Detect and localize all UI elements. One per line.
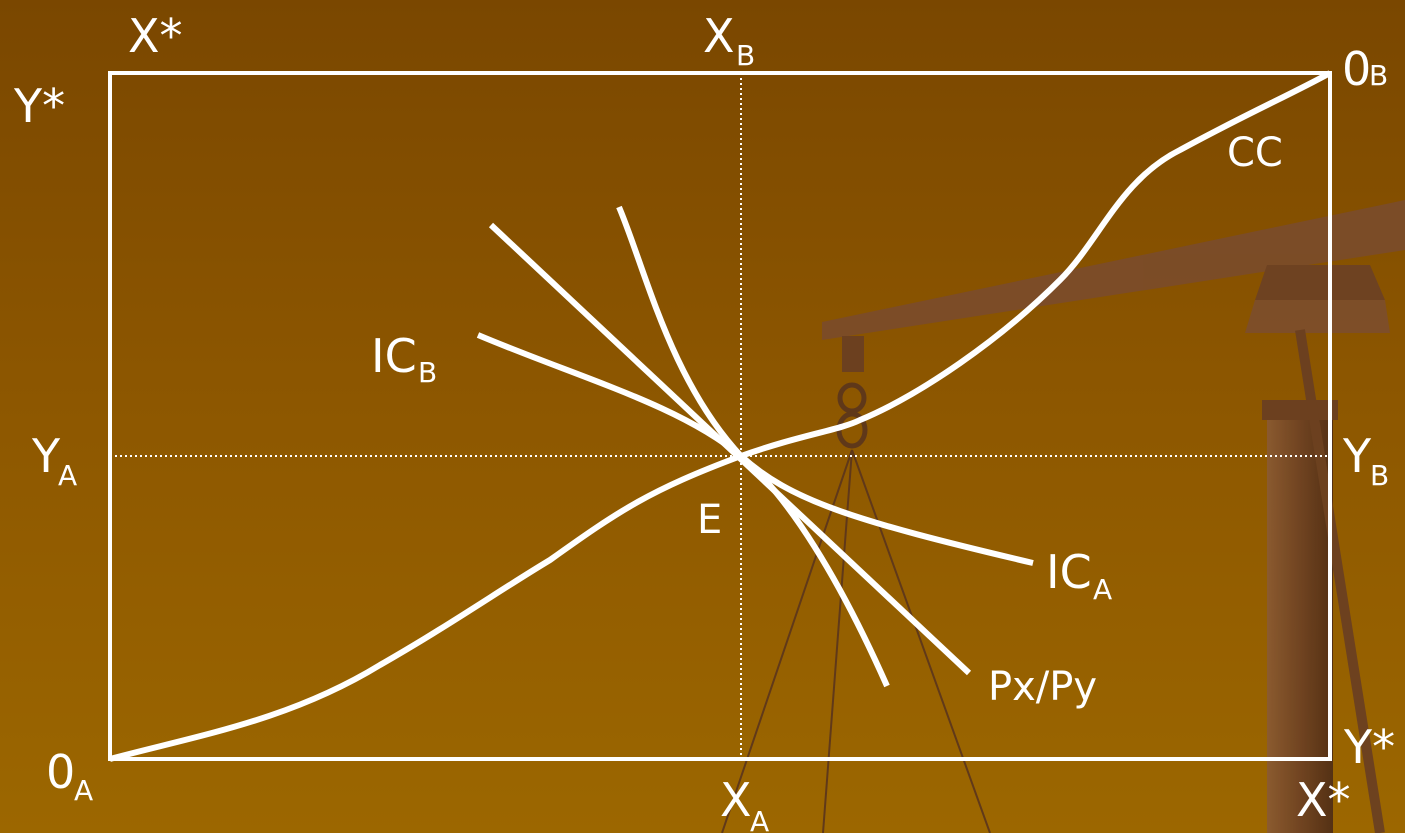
- scale-bracket: [1245, 300, 1390, 333]
- scale-rod: [1295, 329, 1385, 833]
- svg-text:X: X: [703, 9, 735, 63]
- scale-string: [721, 449, 853, 833]
- origin-a-label: 0 A: [46, 745, 93, 807]
- x-star-top-label: X*: [128, 9, 183, 63]
- x-b-label: X B: [703, 9, 755, 72]
- scale-post-cap: [1262, 400, 1338, 420]
- origin-b-label: 0 B: [1342, 42, 1388, 96]
- scale-hanger: [842, 336, 864, 372]
- x-star-bottom-label: X*: [1296, 773, 1351, 827]
- svg-text:B: B: [1370, 459, 1389, 492]
- scale-beam: [822, 200, 1405, 340]
- equilibrium-label: E: [697, 497, 722, 543]
- x-a-label: X A: [720, 773, 769, 833]
- contract-curve: [109, 70, 1332, 762]
- edgeworth-box: [108, 71, 1332, 761]
- price-ratio-label: Px/Py: [988, 664, 1097, 710]
- y-star-right-label: Y*: [1343, 720, 1395, 774]
- svg-text:B: B: [736, 39, 755, 72]
- svg-text:IC: IC: [1046, 545, 1092, 599]
- svg-text:A: A: [58, 459, 77, 492]
- svg-text:A: A: [1093, 573, 1112, 606]
- y-star-left-label: Y*: [13, 79, 65, 133]
- svg-text:IC: IC: [371, 329, 417, 383]
- svg-text:B: B: [1369, 59, 1388, 92]
- svg-text:Y: Y: [1342, 429, 1372, 483]
- ic-a-label: IC A: [1046, 545, 1112, 606]
- scale-string: [851, 449, 991, 833]
- y-b-label: Y B: [1342, 429, 1389, 492]
- price-line: [488, 222, 972, 676]
- contract-curve-label: CC: [1227, 130, 1283, 176]
- scale-hook-top: [837, 382, 867, 414]
- svg-text:0: 0: [46, 745, 75, 799]
- scale-bracket-top: [1255, 265, 1385, 300]
- balance-scale-illustration: [721, 200, 1405, 833]
- svg-text:B: B: [418, 356, 437, 389]
- ic-b-label: IC B: [371, 329, 437, 389]
- svg-text:0: 0: [1342, 42, 1371, 96]
- svg-text:A: A: [74, 774, 93, 807]
- indifference-curve-b: [476, 332, 890, 688]
- y-a-label: Y A: [31, 429, 77, 492]
- indifference-curve-a: [616, 205, 1034, 566]
- svg-text:X: X: [720, 773, 752, 827]
- svg-text:Y: Y: [31, 429, 61, 483]
- svg-text:A: A: [750, 805, 769, 833]
